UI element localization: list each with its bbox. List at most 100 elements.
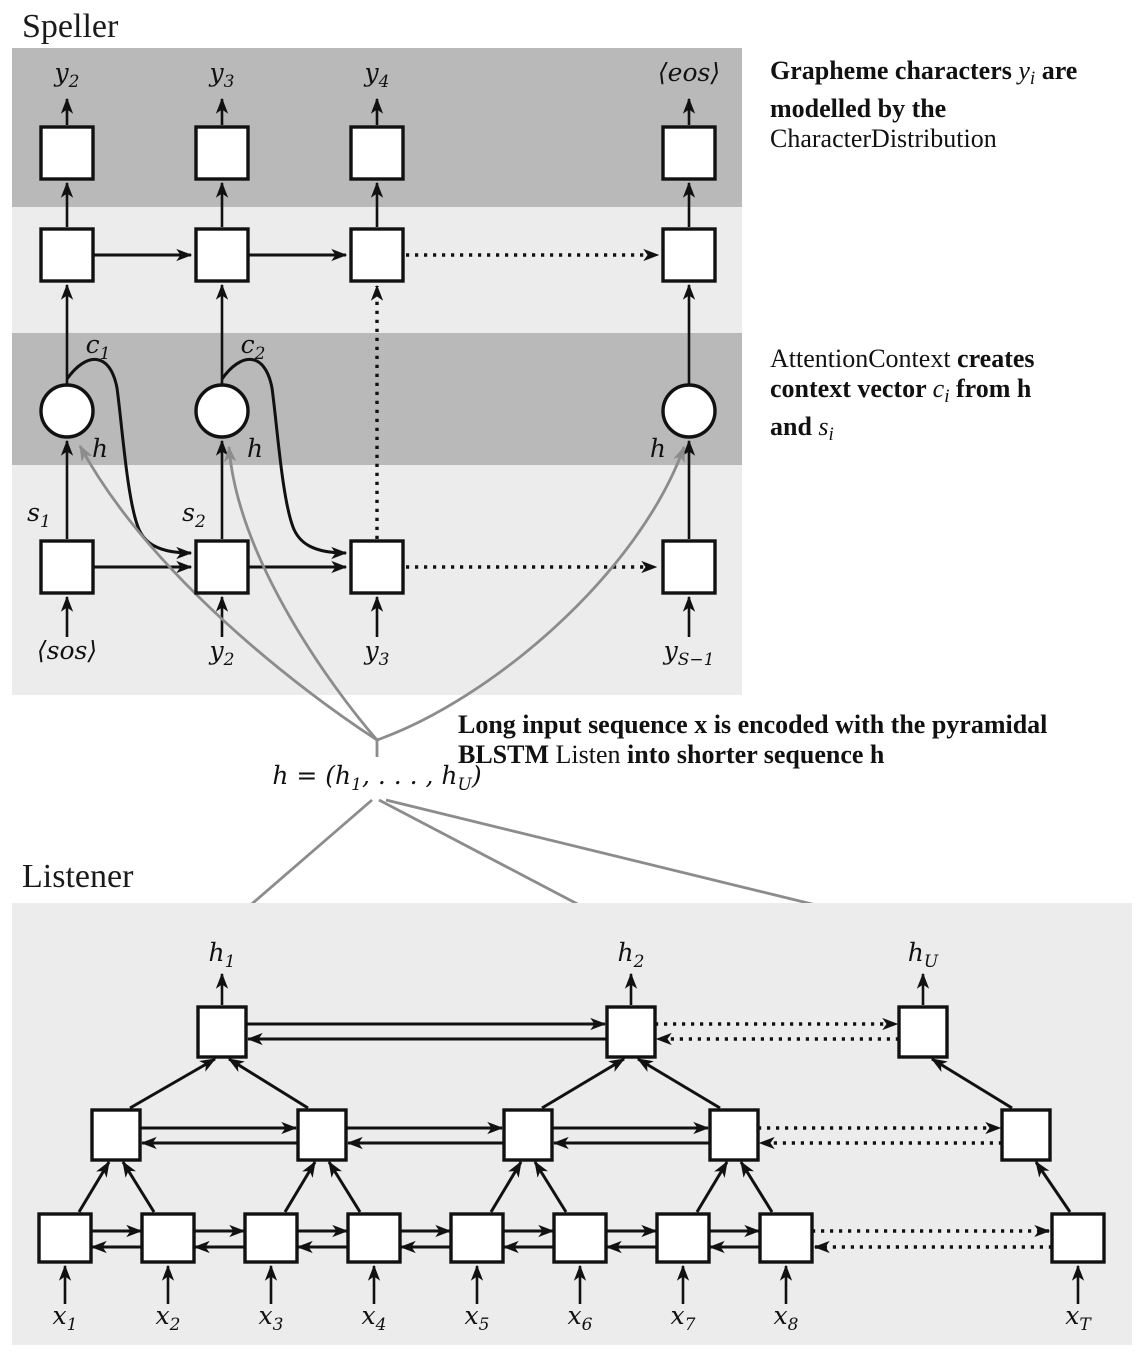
edge xyxy=(636,1057,721,1110)
attention-band xyxy=(12,333,742,465)
listener-input-label-8: x8 xyxy=(774,1301,799,1335)
blstm-l1-node-6 xyxy=(552,1212,608,1264)
annotation-text: and xyxy=(770,412,819,441)
listener-diagram: h1 h2 hU x1 x2 x3 x4 x5 x6 x7 x8 xT xyxy=(12,903,1132,1345)
speller-output-label-1: y2 xyxy=(54,58,80,92)
context-label-1: c1 xyxy=(86,330,111,364)
annotation-text: creates xyxy=(950,344,1035,373)
edge xyxy=(283,1160,317,1213)
edge xyxy=(227,1057,309,1110)
speller-input-label-2: y2 xyxy=(209,636,235,670)
speller-input-label-4: yS−1 xyxy=(663,636,715,670)
blstm-l3-node-3 xyxy=(897,1005,949,1059)
speller-output-label-4: ⟨eos⟩ xyxy=(658,58,720,87)
edge xyxy=(930,1057,1013,1110)
blstm-l2-node-4 xyxy=(708,1108,760,1162)
edge xyxy=(541,1057,626,1110)
chardist-node-4 xyxy=(661,125,717,181)
speller-output-arrows xyxy=(60,97,696,125)
edge xyxy=(1034,1160,1072,1213)
listener-input-arrows xyxy=(58,1264,1085,1304)
annotation-text: are xyxy=(1035,56,1078,85)
annotation-text: i xyxy=(944,386,950,407)
blstm-l2-links xyxy=(140,1121,1002,1150)
annotation-text: AttentionContext xyxy=(770,344,951,373)
attention-circle-4 xyxy=(661,383,717,439)
rnn-node-4 xyxy=(661,227,717,283)
edge xyxy=(489,1160,523,1213)
edge xyxy=(77,1160,111,1213)
h-label-4: h xyxy=(650,434,666,463)
chardist-annotation: Grapheme characters yi are modelled by t… xyxy=(770,56,1130,154)
blstm-l3-nodes xyxy=(196,1005,949,1059)
speller-diagram: y2 y3 y4 ⟨eos⟩ c1 c2 h h h s1 s2 ⟨sos⟩ y… xyxy=(12,48,1001,952)
rnn-node-3 xyxy=(349,227,405,283)
annotation-text: Long input sequence x is encoded with th… xyxy=(458,710,1048,739)
blstm-l1-node-5 xyxy=(449,1212,505,1264)
attention-annotation: AttentionContext creates context vector … xyxy=(770,344,1130,450)
chardist-node-1 xyxy=(39,125,95,181)
blstm-l1-node-1 xyxy=(37,1212,93,1264)
decoder-rnn-nodes xyxy=(39,227,717,283)
pyramid-l1-l2-arrows xyxy=(77,1160,1072,1213)
listener-input-label-2: x2 xyxy=(156,1301,181,1335)
annotation-text: i xyxy=(828,424,834,445)
attention-context-nodes xyxy=(39,383,717,439)
pyramid-l2-l3-arrows xyxy=(129,1057,1013,1110)
annotation-text: s xyxy=(818,412,829,441)
blstm-l1-nodes xyxy=(37,1212,1106,1264)
context-vector-curves xyxy=(65,358,348,560)
listener-input-label-3: x3 xyxy=(259,1301,284,1335)
annotation-text: y xyxy=(1018,56,1030,85)
speller-output-label-2: y3 xyxy=(209,58,235,92)
blstm-l1-node-2 xyxy=(140,1212,196,1264)
annotation-text: modelled by the xyxy=(770,94,947,123)
listener-input-label-5: x5 xyxy=(465,1301,490,1335)
h-label-2: h xyxy=(247,434,263,463)
edge xyxy=(121,1160,156,1213)
speller-input-label-1: ⟨sos⟩ xyxy=(37,636,97,665)
h-feed-curves xyxy=(78,444,686,757)
speller-input-arrows xyxy=(60,595,696,637)
listener-background xyxy=(12,903,1132,1345)
speller-output-label-3: y4 xyxy=(364,58,390,92)
edge xyxy=(327,1160,362,1213)
edge xyxy=(129,1057,217,1110)
blstm-l1-node-8 xyxy=(758,1212,814,1264)
blstm-l3-links xyxy=(246,1017,899,1046)
blstm-l3-node-1 xyxy=(196,1005,248,1059)
attention-circle-2 xyxy=(194,383,250,439)
listener-input-label-7: x7 xyxy=(671,1301,696,1335)
context-label-2: c2 xyxy=(241,330,266,364)
blstm-l1-node-3 xyxy=(243,1212,299,1264)
blstm-l2-node-5 xyxy=(1000,1108,1052,1162)
annotation-text: c xyxy=(932,374,945,403)
annotation-text: h xyxy=(1016,374,1032,403)
chardist-nodes xyxy=(39,125,717,181)
blstm-l1-node-7 xyxy=(655,1212,711,1264)
listener-input-label-6: x6 xyxy=(568,1301,593,1335)
annotation-text: i xyxy=(1029,68,1036,89)
listener-output-label-1: h1 xyxy=(209,938,236,972)
blstm-l1-node-T xyxy=(1050,1212,1106,1264)
blstm-l2-nodes xyxy=(90,1108,1052,1162)
listener-output-label-2: h2 xyxy=(618,938,645,972)
rnn-node-1 xyxy=(39,227,95,283)
blstm-l1-links xyxy=(90,1224,1052,1254)
listener-input-label-4: x4 xyxy=(362,1301,387,1335)
edge xyxy=(65,358,193,560)
rnn-to-chardist-arrows xyxy=(60,181,696,227)
annotation-text: context vector xyxy=(770,374,933,403)
listener-input-label-T: xT xyxy=(1065,1301,1092,1335)
blstm-l3-node-2 xyxy=(605,1005,657,1059)
h-sequence-equation: h = (h1, . . . , hU) xyxy=(272,761,481,795)
state-node-4 xyxy=(661,539,717,595)
h-label-1: h xyxy=(92,434,108,463)
chardist-node-3 xyxy=(349,125,405,181)
speller-title: Speller xyxy=(22,8,119,45)
state-to-attention-arrows xyxy=(60,439,696,539)
annotation-text: Listen xyxy=(555,740,621,769)
edge xyxy=(739,1160,774,1213)
edge xyxy=(220,358,348,560)
